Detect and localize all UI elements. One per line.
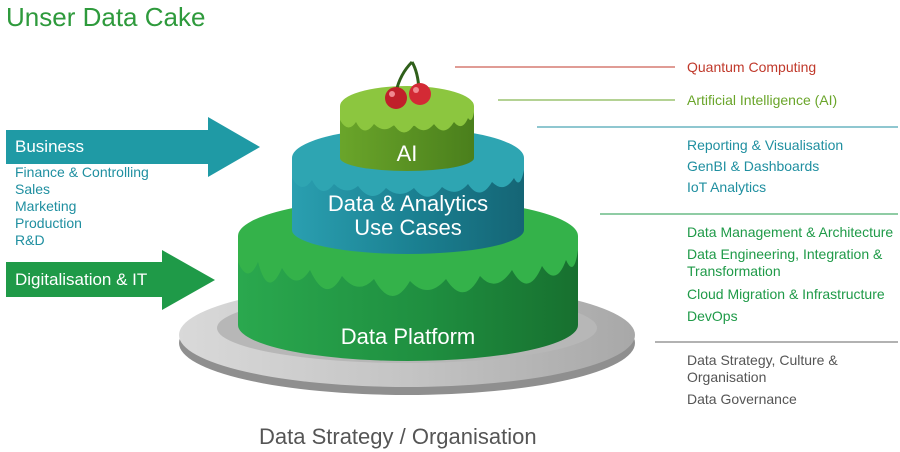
platform-item: Data Engineering, Integration & [687, 246, 883, 262]
analytics-tier-label-line1: Data & Analytics [327, 191, 489, 216]
strategy-item: Data Governance [687, 391, 797, 407]
ai-label: Artificial Intelligence (AI) [687, 92, 838, 108]
foundation-label: Data Strategy / Organisation [259, 424, 537, 449]
business-item: Marketing [15, 198, 77, 214]
platform-item: Transformation [687, 263, 781, 279]
business-item: R&D [15, 232, 45, 248]
quantum-label: Quantum Computing [687, 59, 817, 75]
strategy-item: Data Strategy, Culture & [687, 352, 838, 368]
analytics-item: Reporting & Visualisation [687, 137, 844, 153]
business-arrow [6, 117, 260, 177]
platform-item: Data Management & Architecture [687, 224, 894, 240]
platform-item: Cloud Migration & Infrastructure [687, 286, 885, 302]
digitalisation-arrow [6, 250, 215, 310]
strategy-item: Organisation [687, 369, 767, 385]
business-item: Production [15, 215, 82, 231]
cherry-icon [385, 60, 431, 109]
business-label: Business [15, 137, 84, 156]
digitalisation-label: Digitalisation & IT [15, 270, 148, 289]
platform-tier-label: Data Platform [340, 324, 476, 349]
tier-ai [340, 86, 474, 171]
analytics-item: GenBI & Dashboards [687, 158, 820, 174]
business-item: Finance & Controlling [15, 164, 149, 180]
ai-tier-label: AI [396, 141, 418, 166]
page-title: Unser Data Cake [6, 2, 206, 32]
analytics-tier-label-line2: Use Cases [354, 215, 462, 240]
analytics-item: IoT Analytics [687, 179, 767, 195]
platform-item: DevOps [687, 308, 738, 324]
business-item: Sales [15, 181, 51, 197]
